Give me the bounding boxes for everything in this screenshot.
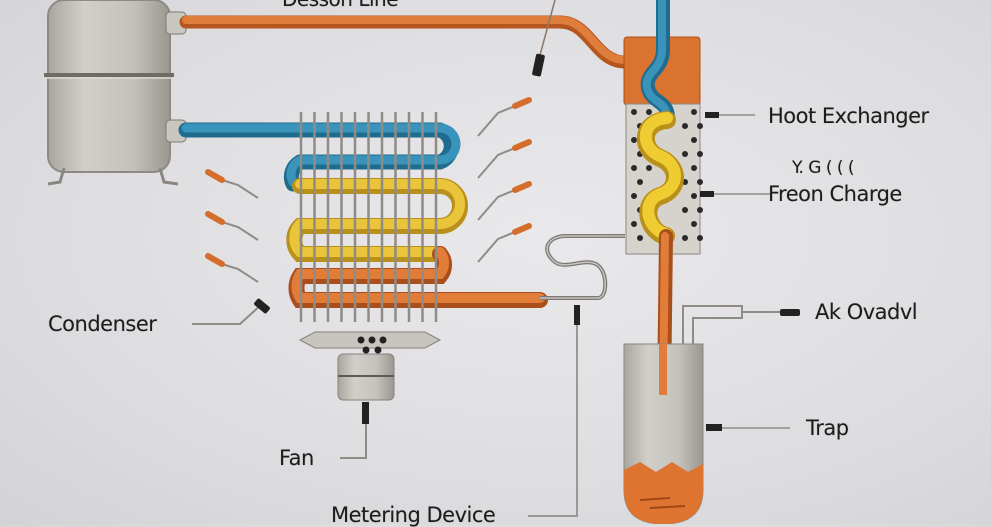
sensor-probes	[205, 97, 532, 283]
exchanger-hole	[631, 221, 637, 227]
exchanger-hole	[697, 151, 703, 157]
exchanger-hole	[646, 109, 652, 115]
exchanger-hole	[637, 235, 643, 241]
discharge-line-pipe	[179, 15, 632, 69]
sensor-probe	[477, 181, 532, 221]
heat-exchanger-label: Hoot Exchanger	[768, 104, 929, 128]
exchanger-hole	[637, 179, 643, 185]
exchanger-hole	[691, 193, 697, 199]
freon-charge-label: Freon Charge	[768, 182, 902, 206]
exchanger-hole	[682, 235, 688, 241]
fan-label: Fan	[279, 446, 314, 470]
sensor-probe	[205, 211, 259, 241]
exchanger-hole	[631, 165, 637, 171]
garbled-note-label: Y. G ( ( (	[792, 158, 855, 178]
fan	[298, 331, 442, 459]
sensor-probe	[205, 169, 259, 199]
exchanger-hole	[682, 207, 688, 213]
sensor-probe	[477, 223, 532, 263]
top-label-pointer	[539, 0, 556, 56]
sensor-probe	[477, 139, 532, 179]
compressor	[44, 0, 187, 186]
sensor-probe	[205, 253, 259, 283]
heat-exchanger	[623, 0, 770, 255]
exchanger-hole	[697, 235, 703, 241]
condenser-label: Condenser	[48, 312, 157, 336]
condenser-coil	[178, 112, 548, 322]
condenser-fins	[299, 112, 438, 322]
exchanger-hole	[691, 221, 697, 227]
exchanger-hole	[682, 151, 688, 157]
air-outlet-label: Ak Ovadvl	[815, 300, 918, 324]
sensor-probe	[477, 97, 532, 137]
metering-device-label: Metering Device	[331, 503, 496, 527]
exchanger-hole	[691, 165, 697, 171]
discharge-line-label: Desson Line	[282, 0, 399, 11]
exchanger-hole	[631, 137, 637, 143]
metering-device	[528, 234, 625, 517]
trap	[623, 343, 790, 524]
exchanger-hole	[697, 123, 703, 129]
trap-label: Trap	[806, 416, 849, 440]
exchanger-hole	[682, 123, 688, 129]
exchanger-hole	[697, 207, 703, 213]
exchanger-hole	[631, 193, 637, 199]
exchanger-hole	[646, 165, 652, 171]
exchanger-hole	[691, 137, 697, 143]
exchanger-hole	[697, 179, 703, 185]
exchanger-hole	[691, 109, 697, 115]
exchanger-hole	[631, 109, 637, 115]
